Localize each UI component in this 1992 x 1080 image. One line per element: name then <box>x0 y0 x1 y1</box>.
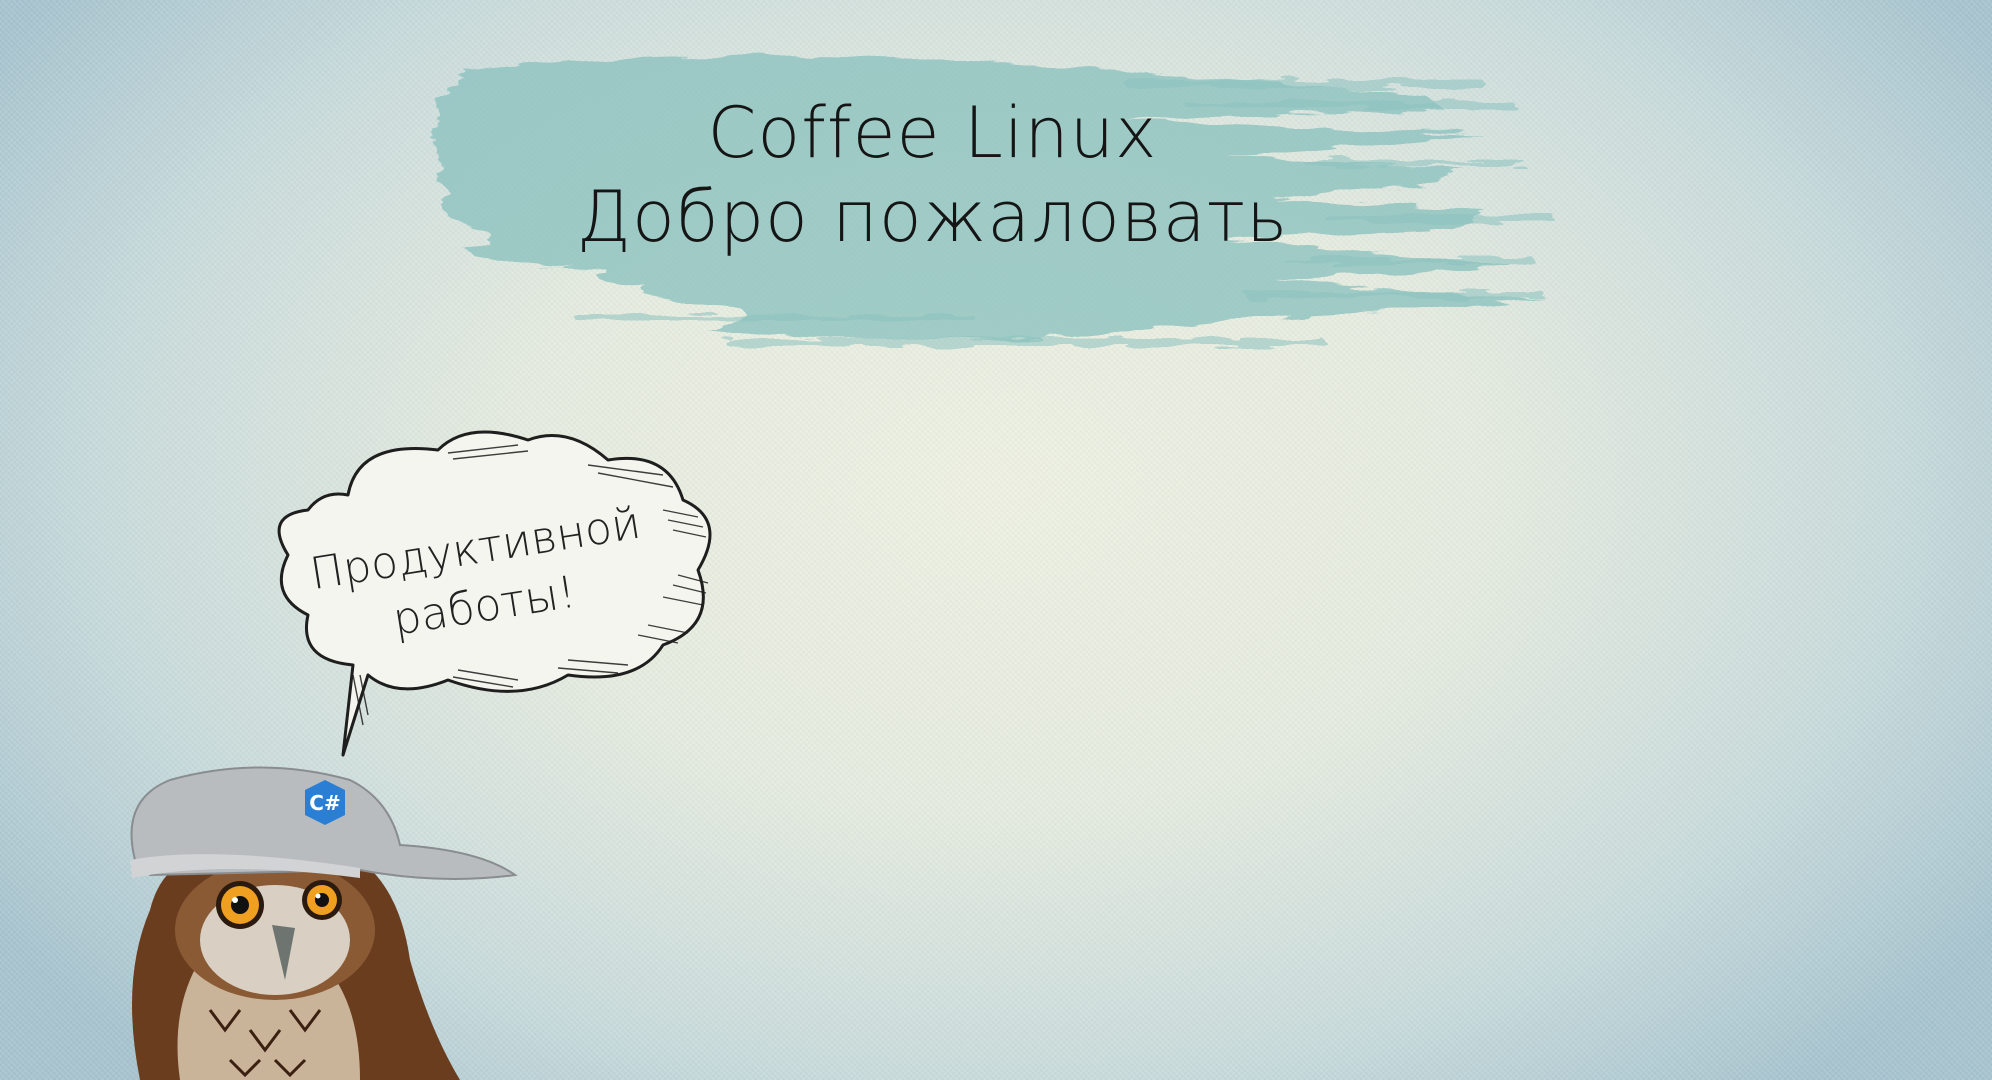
welcome-greeting: Добро пожаловать <box>576 176 1289 258</box>
owl-mascot-icon: C# <box>130 766 518 1080</box>
cap-logo-text: C# <box>309 791 340 815</box>
welcome-app-name: Coffee Linux <box>707 92 1158 174</box>
brush-stroke-banner <box>430 56 1555 346</box>
speech-bubble-cloud <box>277 430 712 757</box>
